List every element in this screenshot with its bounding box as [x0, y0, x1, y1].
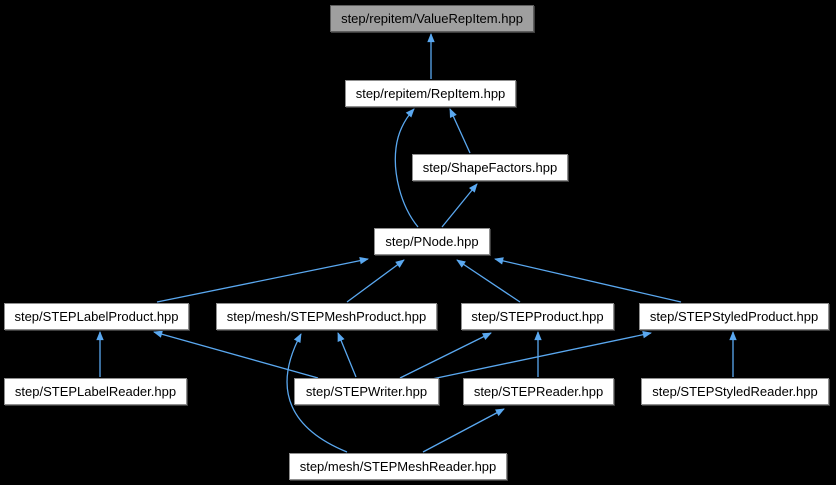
node-label: step/STEPLabelReader.hpp [14, 384, 177, 399]
node-label: step/mesh/STEPMeshProduct.hpp [226, 309, 427, 324]
node-label: step/repitem/RepItem.hpp [355, 86, 506, 101]
node-stepproduct-hpp[interactable]: step/STEPProduct.hpp [461, 303, 614, 330]
node-label: step/STEPLabelProduct.hpp [14, 309, 179, 324]
edge-pnode-to-shapefactors [441, 183, 478, 228]
node-stepstyledreader-hpp[interactable]: step/STEPStyledReader.hpp [641, 378, 829, 405]
node-valuerepitem-hpp[interactable]: step/repitem/ValueRepItem.hpp [330, 5, 534, 32]
edge-meshreader-to-reader [422, 408, 505, 453]
edge-writer-to-product [399, 332, 492, 379]
edge-meshproduct-to-pnode [346, 259, 405, 303]
node-shapefactors-hpp[interactable]: step/ShapeFactors.hpp [412, 154, 568, 181]
edge-shapefactors-to-repitem [449, 108, 471, 154]
edge-writer-to-styledproduct [431, 331, 652, 380]
node-steplabelreader-hpp[interactable]: step/STEPLabelReader.hpp [4, 378, 187, 405]
node-stepmeshproduct-hpp[interactable]: step/mesh/STEPMeshProduct.hpp [216, 303, 437, 330]
edge-meshreader-to-meshproduct [286, 333, 348, 453]
node-stepreader-hpp[interactable]: step/STEPReader.hpp [463, 378, 614, 405]
edge-styledproduct-to-pnode [494, 257, 682, 303]
edge-writer-to-labelproduct [153, 330, 319, 379]
node-label: step/STEPStyledProduct.hpp [649, 309, 819, 324]
node-label: step/STEPWriter.hpp [305, 384, 428, 399]
node-stepmeshreader-hpp[interactable]: step/mesh/STEPMeshReader.hpp [289, 453, 507, 480]
node-label: step/mesh/STEPMeshReader.hpp [299, 459, 497, 474]
node-label: step/ShapeFactors.hpp [422, 160, 558, 175]
node-repitem-hpp[interactable]: step/repitem/RepItem.hpp [345, 80, 516, 107]
node-steplabelproduct-hpp[interactable]: step/STEPLabelProduct.hpp [4, 303, 189, 330]
node-label: step/STEPReader.hpp [473, 384, 604, 399]
node-label: step/PNode.hpp [385, 234, 479, 249]
edge-labelproduct-to-pnode [156, 257, 369, 303]
edge-pnode-to-repitem [394, 108, 419, 228]
edge-product-to-pnode [456, 259, 521, 303]
node-label: step/repitem/ValueRepItem.hpp [341, 11, 523, 26]
node-label: step/STEPProduct.hpp [471, 309, 604, 324]
node-pnode-hpp[interactable]: step/PNode.hpp [374, 228, 490, 255]
node-stepwriter-hpp[interactable]: step/STEPWriter.hpp [294, 378, 439, 405]
edge-writer-to-meshproduct [337, 332, 357, 378]
node-label: step/STEPStyledReader.hpp [652, 384, 818, 399]
node-stepstyledproduct-hpp[interactable]: step/STEPStyledProduct.hpp [639, 303, 829, 330]
